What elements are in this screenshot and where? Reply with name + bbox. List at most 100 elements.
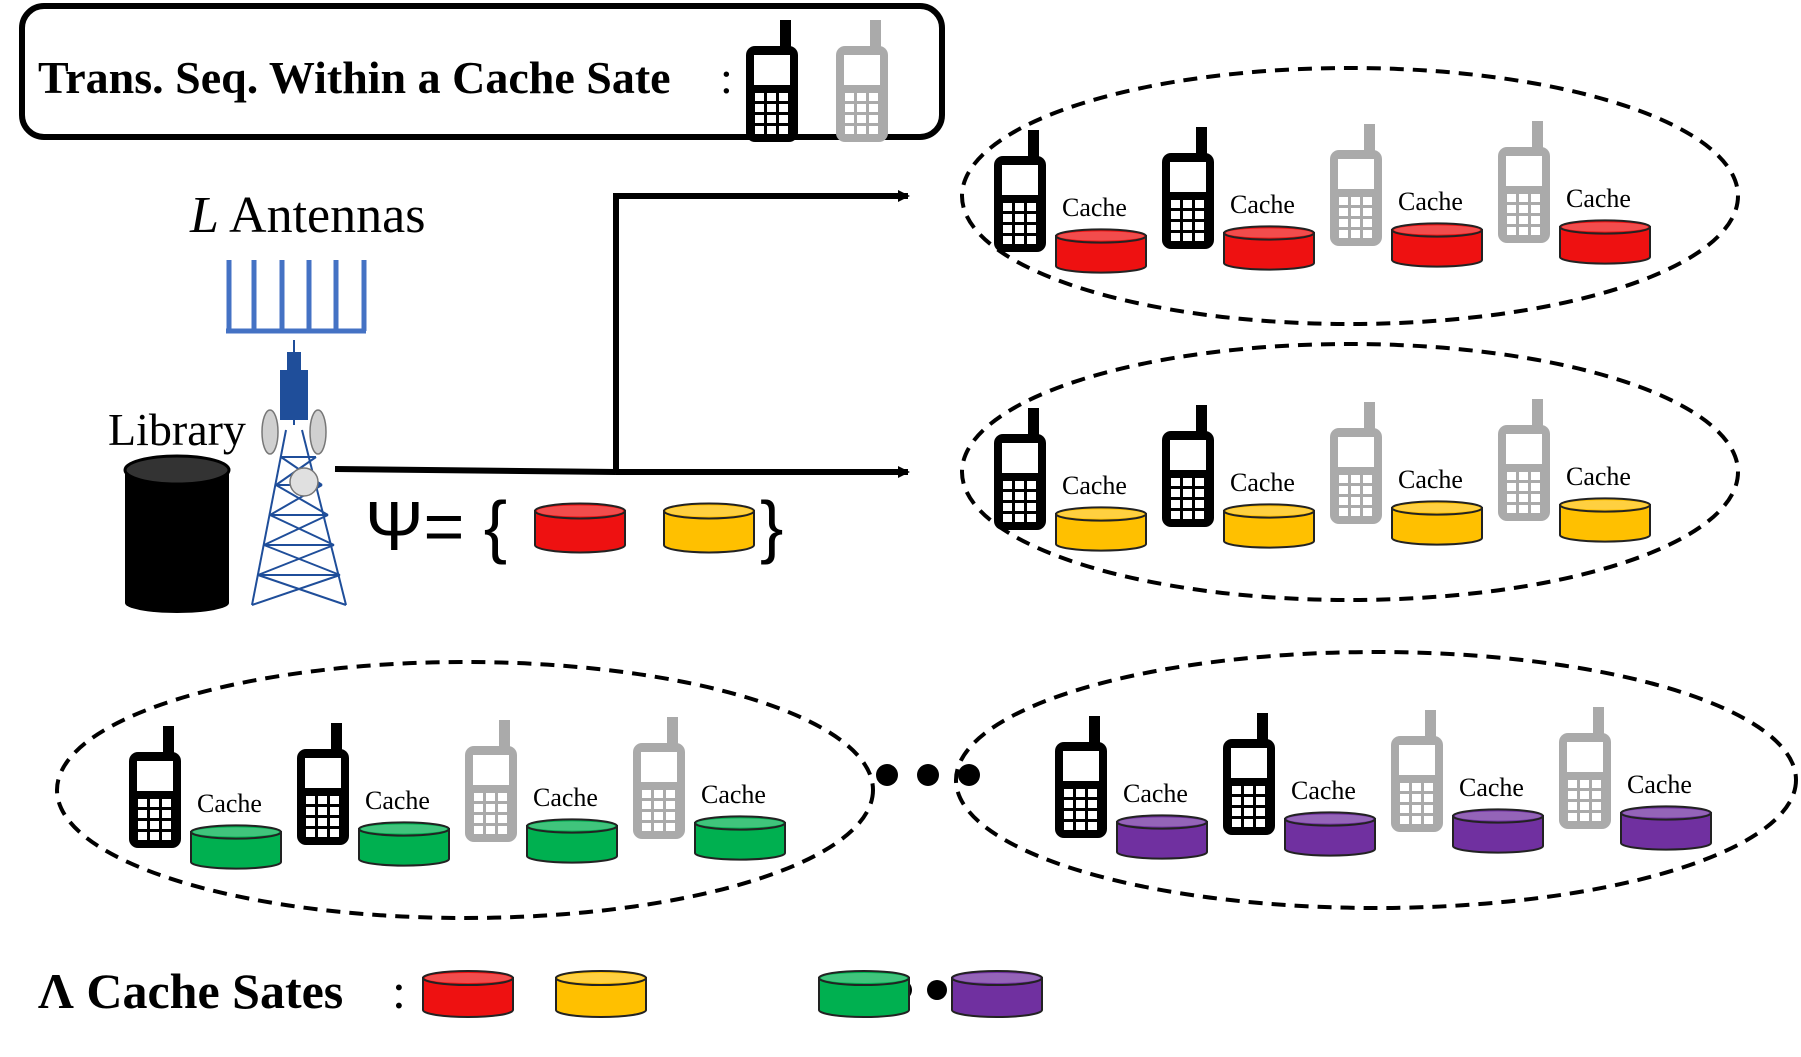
user-3: Cache	[1330, 402, 1483, 546]
legend-box-frame	[19, 3, 945, 140]
inactive-phone-icon	[465, 720, 517, 842]
library-database-icon	[123, 454, 231, 613]
user-2: Cache	[1223, 713, 1376, 857]
user-4: Cache	[1498, 399, 1651, 543]
group-boundary-ellipse	[960, 66, 1740, 326]
cache-label: Cache	[1062, 193, 1127, 222]
antennas-label: L Antennas	[189, 187, 425, 244]
cache-label: Cache	[1398, 465, 1463, 494]
user-group-2: Cache Cache Cache Cache	[960, 342, 1740, 602]
cache-label: Cache	[1566, 462, 1631, 491]
legend-inactive-phone-icon	[836, 20, 888, 142]
active-phone-icon	[1223, 713, 1275, 835]
legend-phone-sequence	[746, 20, 888, 142]
inactive-phone-icon	[1559, 707, 1611, 829]
cache-label: Cache	[1459, 773, 1524, 802]
user-1: Cache	[994, 130, 1147, 274]
user-group-4: Cache Cache Cache Cache	[954, 650, 1798, 910]
groups-ellipsis	[876, 764, 980, 786]
purple-cache-icon	[1284, 811, 1376, 857]
active-phone-icon	[129, 726, 181, 848]
antennas-label-text: Antennas	[219, 187, 426, 244]
user-3: Cache	[465, 720, 618, 864]
user-1: Cache	[994, 408, 1147, 552]
cache-label: Cache	[1291, 776, 1356, 805]
user-4: Cache	[633, 717, 786, 861]
active-phone-icon	[1055, 716, 1107, 838]
red-cache-icon	[1055, 228, 1147, 274]
red-cache-icon	[1559, 219, 1651, 265]
user-1: Cache	[1055, 716, 1208, 860]
legend-box-title: Trans. Seq. Within a Cache Sate	[38, 52, 671, 103]
antenna-array-icon	[226, 260, 367, 334]
green-cache-icon	[526, 818, 618, 864]
legend-active-phone-icon	[746, 20, 798, 142]
user-2: Cache	[1162, 405, 1315, 549]
inactive-phone-icon	[1330, 124, 1382, 246]
cache-label: Cache	[701, 780, 766, 809]
user-2: Cache	[297, 723, 450, 867]
psi-red-cache-icon	[534, 502, 626, 554]
yellow-cache-icon	[1055, 506, 1147, 552]
green-cache-icon	[358, 821, 450, 867]
active-phone-icon	[1162, 405, 1214, 527]
red-cache-icon	[1391, 222, 1483, 268]
cache-states-swatches	[422, 969, 1043, 1019]
cache-label: Cache	[1230, 190, 1295, 219]
cache-states-colon: :	[392, 963, 406, 1019]
user-group-3: Cache Cache Cache Cache	[55, 660, 875, 920]
psi-yellow-cache-icon	[663, 502, 755, 554]
group-boundary-ellipse	[960, 342, 1740, 602]
cell-tower-icon	[251, 340, 347, 606]
active-phone-icon	[994, 408, 1046, 530]
inactive-phone-icon	[1498, 399, 1550, 521]
user-4: Cache	[1559, 707, 1712, 851]
yellow-cache-icon	[1223, 503, 1315, 549]
purple-cache-icon	[1116, 814, 1208, 860]
cache-label: Cache	[1398, 187, 1463, 216]
legend-yellow-state-icon	[555, 969, 647, 1019]
cache-states-legend: Λ Cache Sates :	[38, 963, 1043, 1019]
group-boundary-ellipse	[55, 660, 875, 920]
user-group-1: Cache Cache Cache Cache	[960, 66, 1740, 326]
cache-states-title: Λ Cache Sates	[38, 963, 343, 1019]
inactive-phone-icon	[1498, 121, 1550, 243]
yellow-cache-icon	[1559, 497, 1651, 543]
transmission-arrows	[334, 190, 910, 478]
cache-label: Cache	[1123, 779, 1188, 808]
arrow-to-group-1	[613, 190, 910, 472]
green-cache-icon	[694, 815, 786, 861]
cache-label: Cache	[365, 786, 430, 815]
red-cache-icon	[1223, 225, 1315, 271]
green-cache-icon	[190, 824, 282, 870]
user-4: Cache	[1498, 121, 1651, 265]
legend-box-colon: :	[720, 52, 733, 103]
legend-purple-state-icon	[951, 969, 1043, 1019]
user-3: Cache	[1330, 124, 1483, 268]
inactive-phone-icon	[1391, 710, 1443, 832]
active-phone-icon	[1162, 127, 1214, 249]
user-1: Cache	[129, 726, 282, 870]
tower-feed-line	[334, 466, 617, 475]
active-phone-icon	[994, 130, 1046, 252]
cache-label: Cache	[1062, 471, 1127, 500]
antennas-count-var: L	[189, 187, 219, 244]
active-phone-icon	[297, 723, 349, 845]
user-2: Cache	[1162, 127, 1315, 271]
user-3: Cache	[1391, 710, 1544, 854]
psi-set-caches	[534, 502, 755, 554]
legend-red-state-icon	[422, 969, 514, 1019]
purple-cache-icon	[1620, 805, 1712, 851]
cache-label: Cache	[533, 783, 598, 812]
transmission-sequence-legend: Trans. Seq. Within a Cache Sate :	[19, 3, 945, 142]
psi-set-open: Ψ= {	[365, 487, 507, 565]
inactive-phone-icon	[1330, 402, 1382, 524]
legend-green-state-icon	[818, 969, 910, 1019]
cache-label: Cache	[1566, 184, 1631, 213]
psi-set-close: }	[760, 487, 783, 565]
group-boundary-ellipse	[954, 650, 1798, 910]
cache-label: Cache	[1627, 770, 1692, 799]
cache-label: Cache	[197, 789, 262, 818]
purple-cache-icon	[1452, 808, 1544, 854]
